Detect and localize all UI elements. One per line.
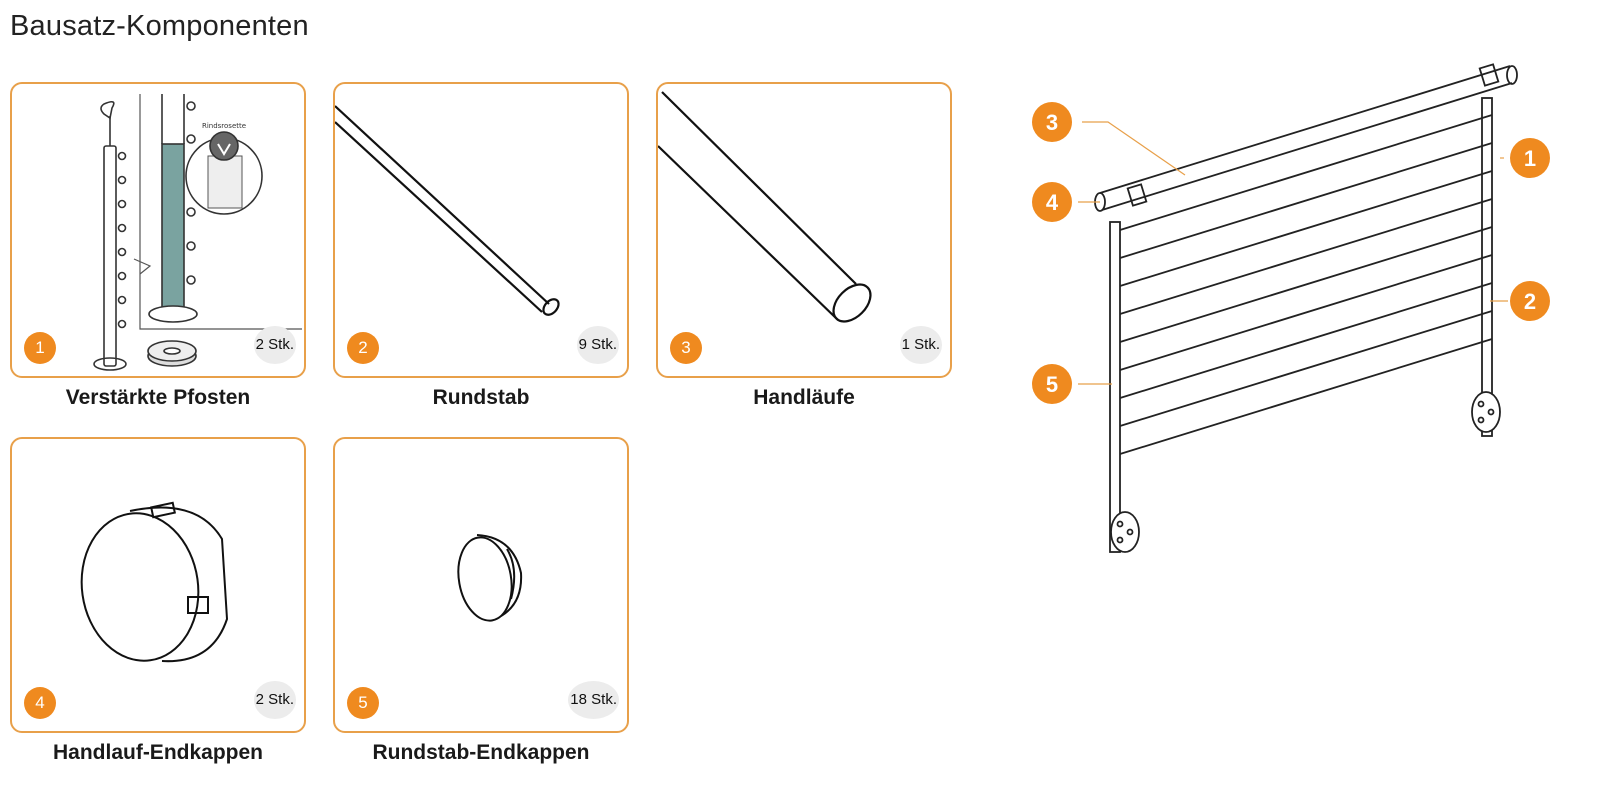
round-bar-end-cap-illustration [457, 534, 523, 622]
handrail-end-cap-illustration [80, 501, 229, 663]
post-illustration: Rindsrosette [93, 94, 302, 371]
callout-5-label: 5 [1046, 372, 1058, 397]
callout-4-label: 4 [1046, 190, 1059, 215]
rosette-inset-label: Rindsrosette [202, 122, 246, 130]
callout-3-label: 3 [1046, 110, 1058, 135]
component-card-handrail-end-caps: 4 2 Stk. Handlauf-Endkappen [10, 437, 306, 765]
handrail-illustration [658, 91, 872, 323]
card-frame: 2 9 Stk. [333, 82, 629, 378]
component-number-badge: 3 [670, 332, 702, 364]
quantity-badge: 2 Stk. [253, 681, 296, 719]
callout-2-circle [1510, 281, 1550, 321]
callout-badges [1032, 102, 1550, 404]
component-card-posts: Rindsrosette 1 2 Stk. Verstärkte Pfosten [10, 82, 306, 410]
quantity-badge: 2 Stk. [253, 326, 296, 364]
callout-4-circle [1032, 182, 1072, 222]
round-bar-illustration [335, 105, 560, 316]
quantity-badge: 9 Stk. [576, 326, 619, 364]
page-title: Bausatz-Komponenten [10, 10, 309, 42]
component-number-badge: 5 [347, 687, 379, 719]
component-label: Handläufe [753, 386, 855, 409]
railing-assembly-diagram: 3 4 5 1 2 [1032, 63, 1550, 553]
component-label: Rundstab [432, 386, 530, 409]
card-frame: Rindsrosette 1 2 Stk. [10, 82, 306, 378]
card-frame: 4 2 Stk. [10, 437, 306, 733]
card-frame: 3 1 Stk. [656, 82, 952, 378]
callout-5-circle [1032, 364, 1072, 404]
component-number-badge: 4 [24, 687, 56, 719]
component-label: Rundstab-Endkappen [372, 741, 590, 764]
quantity-badge: 18 Stk. [568, 681, 619, 719]
component-label: Verstärkte Pfosten [65, 386, 251, 409]
card-frame: 5 18 Stk. [333, 437, 629, 733]
callout-1-label: 1 [1524, 146, 1536, 171]
component-number-badge: 1 [24, 332, 56, 364]
callout-3-circle [1032, 102, 1072, 142]
callout-1-circle [1510, 138, 1550, 178]
quantity-badge: 1 Stk. [899, 326, 942, 364]
callout-2-label: 2 [1524, 289, 1536, 314]
component-number-badge: 2 [347, 332, 379, 364]
component-card-handrail: 3 1 Stk. Handläufe [656, 82, 952, 410]
component-card-round-bar: 2 9 Stk. Rundstab [333, 82, 629, 410]
component-card-round-bar-end-caps: 5 18 Stk. Rundstab-Endkappen [333, 437, 629, 765]
component-label: Handlauf-Endkappen [52, 741, 263, 764]
